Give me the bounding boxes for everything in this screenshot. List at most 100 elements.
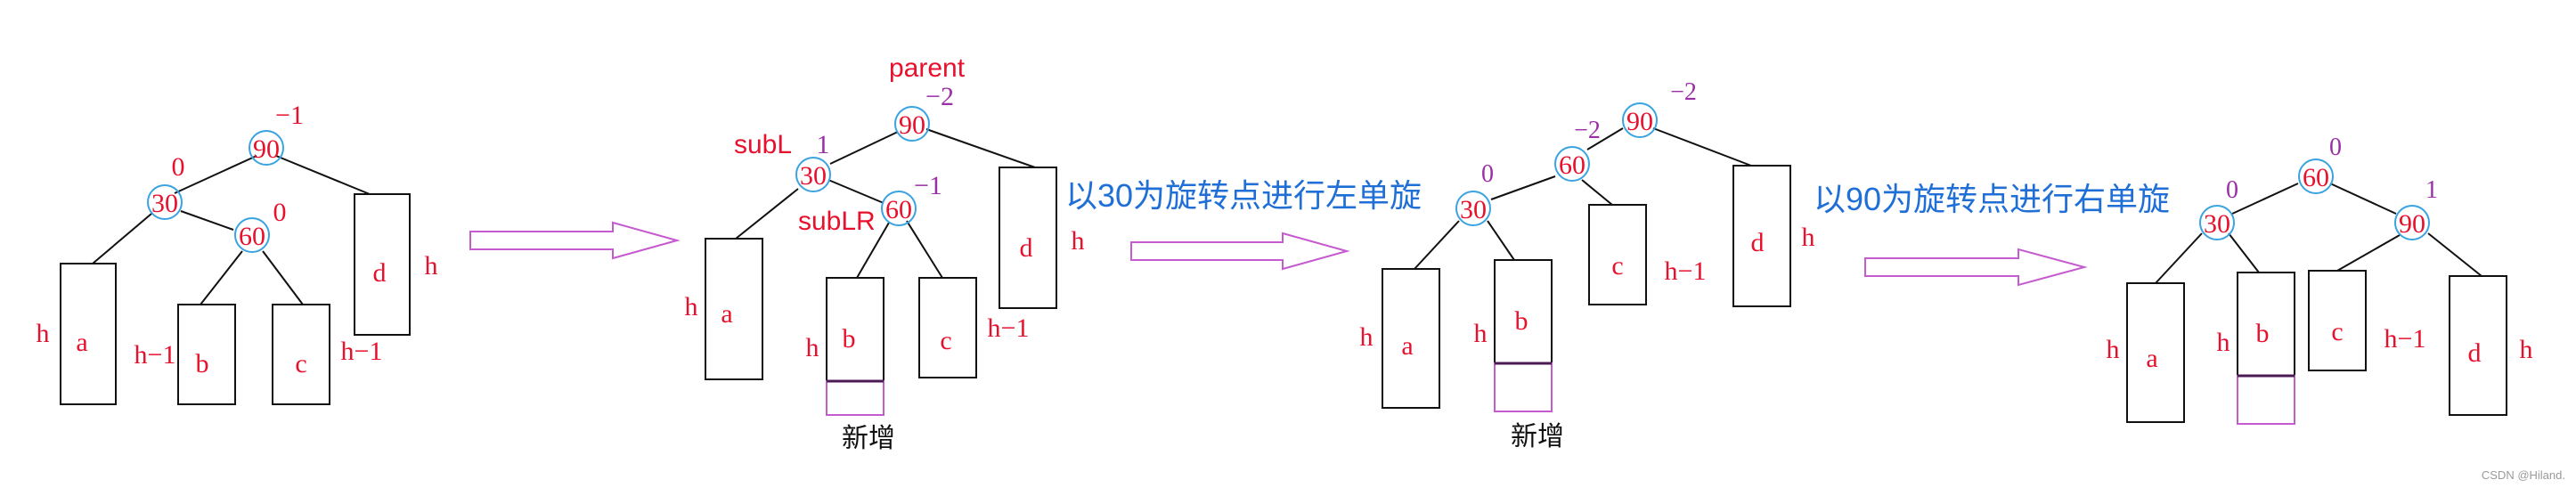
subtree-c-box <box>2308 270 2367 371</box>
edge-30-60 <box>180 210 234 231</box>
subtree-d-label: d <box>1020 233 1033 263</box>
stage-4-edges <box>2155 183 2482 284</box>
stage-3-labels: 90 60 30 a b c d h h h−1 h <box>1360 107 1815 361</box>
edge-60-c <box>906 220 943 279</box>
subtree-a-box <box>1382 268 1440 409</box>
node-90-circle <box>1622 102 1658 138</box>
node-90-circle <box>894 106 930 142</box>
node-60-circle <box>234 217 270 253</box>
node-30-label: 30 <box>1460 195 1487 224</box>
node-90-label: 90 <box>253 134 280 164</box>
watermark: CSDN @Hiland. <box>2482 468 2565 482</box>
stage-2-labels: 90 30 60 a b c d h h h−1 h <box>685 110 1085 362</box>
edge-90-30 <box>174 155 257 194</box>
node-60-circle <box>1554 146 1590 182</box>
height-c: h−1 <box>2384 324 2426 354</box>
balance-factor-90: 1 <box>2425 176 2438 204</box>
height-b: h <box>1474 319 1488 348</box>
subtree-b-label: b <box>1515 306 1528 336</box>
stage-4-balanced-tree: 60 30 90 a b c d h h h−1 h 0 0 1 <box>2107 134 2533 425</box>
subtree-c-label: c <box>1611 251 1623 281</box>
node-90-label: 90 <box>899 110 925 140</box>
stage-2-pointer-labels: parent subL subLR <box>734 53 966 236</box>
node-30-label: 30 <box>2204 209 2230 239</box>
balance-factor-30: 0 <box>2226 176 2238 204</box>
height-a: h <box>2107 335 2120 364</box>
stage-2-node-circles <box>795 106 930 226</box>
edge-30-b <box>2228 232 2260 273</box>
stage-3-balance-factors: −2 −2 0 <box>1481 78 1697 188</box>
node-60-label: 60 <box>239 222 265 251</box>
node-60-label: 60 <box>885 195 912 224</box>
edge-60-b <box>856 222 890 279</box>
edge-30-60 <box>827 179 884 204</box>
node-30-circle <box>795 157 831 192</box>
subtree-d-label: d <box>1751 228 1765 257</box>
stage-3-after-left-rotation: 90 60 30 a b c d h h h−1 h −2 −2 0 新增 <box>1360 78 1815 451</box>
edge-30-a <box>92 213 152 264</box>
subtree-d-label: d <box>2468 338 2482 368</box>
subtree-a-box <box>2126 282 2185 423</box>
node-60-label: 60 <box>1559 150 1586 180</box>
balance-factor-30: 1 <box>817 130 830 159</box>
subtree-c-box <box>272 304 330 405</box>
subtree-a-label: a <box>2146 344 2157 373</box>
node-60-circle <box>881 191 917 226</box>
edge-60-30 <box>2231 183 2299 215</box>
edge-30-a <box>2155 232 2203 284</box>
balance-factor-30: 0 <box>1481 160 1494 188</box>
subtree-a-label: a <box>721 299 732 329</box>
stage-4-balance-factors: 0 0 1 <box>2226 134 2438 204</box>
subLR-pointer-label: subLR <box>798 207 876 236</box>
stage-2-inserted-tree: 90 30 60 a b c d h h h−1 h parent subL s… <box>685 53 1085 453</box>
stage-4-node-circles <box>2199 159 2430 240</box>
balance-factor-60: −2 <box>1574 117 1601 144</box>
edge-30-a <box>1414 220 1460 270</box>
height-d: h <box>1072 226 1085 256</box>
new-node-caption: 新增 <box>1511 422 1564 451</box>
subtree-a-box <box>60 263 117 405</box>
height-d: h <box>2520 335 2533 364</box>
subL-pointer-label: subL <box>734 130 792 159</box>
new-node-box <box>2237 375 2295 425</box>
node-30-label: 30 <box>800 161 827 191</box>
edge-60-90 <box>2329 183 2397 215</box>
arrow-1 <box>469 221 681 260</box>
height-a: h <box>1360 322 1374 352</box>
edge-60-c <box>1581 179 1613 206</box>
stage-2-boxes <box>705 167 1057 382</box>
edge-90-d <box>1652 127 1752 167</box>
stage-4-boxes <box>2126 270 2507 423</box>
parent-pointer-label: parent <box>889 53 966 83</box>
height-a: h <box>37 319 50 348</box>
height-b: h−1 <box>135 340 176 370</box>
balance-factor-60: −1 <box>914 171 942 200</box>
right-rotation-caption: 以90为旋转点进行右单旋 <box>1814 181 2170 217</box>
stage-1-node-circles <box>147 130 284 253</box>
edge-90-d <box>275 155 371 195</box>
new-node-caption: 新增 <box>842 424 895 453</box>
stage-4-labels: 60 30 90 a b c d h h h−1 h <box>2107 163 2533 373</box>
stage-1-boxes <box>60 193 411 405</box>
subtree-a-label: a <box>76 328 87 357</box>
node-30-circle <box>2199 205 2235 240</box>
stage-1-initial-tree: 90 30 60 −1 0 0 a b c d h h−1 h−1 h <box>37 101 438 405</box>
height-b: h <box>806 333 819 362</box>
node-30-circle <box>147 184 183 220</box>
height-d: h <box>425 251 438 281</box>
node-90-circle <box>2394 205 2430 240</box>
subtree-c-label: c <box>295 349 306 378</box>
subtree-b-label: b <box>2256 319 2270 348</box>
subtree-c-label: c <box>940 326 951 355</box>
stage-3-edges <box>1414 127 1752 270</box>
edge-60-b <box>200 250 243 305</box>
stage-2-balance-factors: −2 1 −1 <box>817 82 954 200</box>
balance-factor-60: 0 <box>273 198 287 227</box>
height-d: h <box>1802 223 1815 252</box>
node-60-label: 60 <box>2303 163 2329 192</box>
subtree-b-label: b <box>196 349 209 378</box>
subtree-d-box <box>999 167 1057 309</box>
stage-1-labels: 90 30 60 −1 0 0 a b c d h h−1 h−1 h <box>37 101 438 378</box>
arrow-2 <box>1130 232 1350 271</box>
